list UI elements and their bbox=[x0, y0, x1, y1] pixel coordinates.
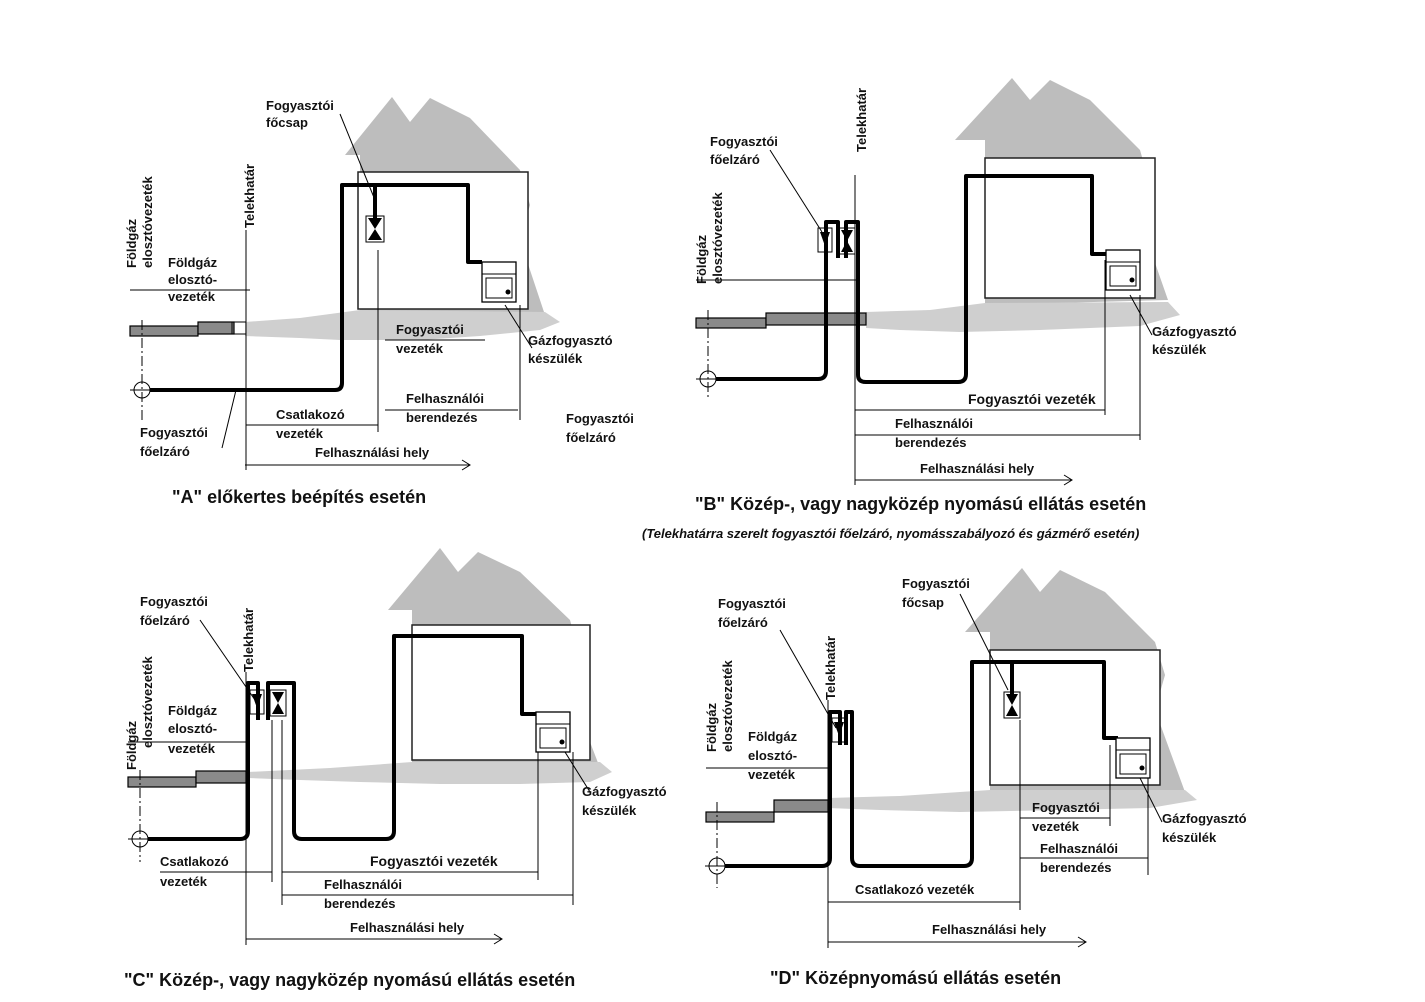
connection-stub-d bbox=[773, 799, 829, 813]
distribution-main-d bbox=[705, 811, 775, 823]
label-elosztovezetek-c: Földgázelosztóvezeték bbox=[124, 655, 155, 770]
distribution-main-a bbox=[129, 325, 199, 337]
pipe-d bbox=[725, 660, 1118, 868]
caption-c: "C" Közép-, vagy nagyközép nyomású ellát… bbox=[124, 970, 575, 990]
distribution-main-b bbox=[695, 317, 767, 329]
label-csatlakozo-d: Csatlakozó vezeték bbox=[855, 882, 975, 897]
label-elosztovezetek-d: Földgázelosztóvezeték bbox=[704, 659, 735, 752]
caption-b: "B" Közép-, vagy nagyközép nyomású ellát… bbox=[695, 494, 1146, 514]
label-fogyasztoi-vezetek-b: Fogyasztói vezeték bbox=[968, 391, 1096, 407]
meter-valve-a bbox=[368, 218, 382, 229]
regulator-b bbox=[820, 232, 830, 246]
meter-c bbox=[272, 692, 284, 703]
label-felhasznalasi-hely-a: Felhasználási hely bbox=[315, 445, 430, 460]
label-felhasznalasi-hely-b: Felhasználási hely bbox=[920, 461, 1035, 476]
pipe-c bbox=[148, 634, 536, 841]
label-focsap-a: Fogyasztói bbox=[266, 98, 334, 113]
ground-a bbox=[245, 310, 560, 340]
regulator-c bbox=[252, 694, 262, 708]
caption-d: "D" Középnyomású ellátás esetén bbox=[770, 968, 1061, 988]
label-telekhatar-d: Telekhatár bbox=[823, 636, 838, 700]
subcaption-b: (Telekhatárra szerelt fogyasztói főelzár… bbox=[642, 526, 1139, 541]
label-elosztovezetek-b: Földgázelosztóvezeték bbox=[694, 191, 725, 284]
label-elosztovezetek-a: Földgázelosztóvezeték bbox=[124, 175, 155, 268]
connection-stub-b bbox=[765, 312, 867, 326]
label-telekhatar-b: Telekhatár bbox=[854, 88, 869, 152]
distribution-main-c bbox=[127, 776, 197, 788]
connection-stub-c bbox=[195, 770, 247, 784]
meter-b bbox=[841, 230, 853, 241]
ground-c bbox=[248, 762, 612, 784]
caption-a: "A" előkertes beépítés esetén bbox=[172, 487, 426, 507]
pipe-b bbox=[716, 174, 1106, 384]
meter-d bbox=[1006, 694, 1018, 705]
gas-appliance-d bbox=[1115, 737, 1151, 779]
label-telekhatar-c: Telekhatár bbox=[241, 608, 256, 672]
regulator-d bbox=[834, 722, 844, 736]
connection-stub-a bbox=[197, 321, 235, 335]
pipe-a bbox=[150, 183, 482, 392]
ground-b bbox=[866, 302, 1180, 332]
label-fogyasztoi-vezetek-c: Fogyasztói vezeték bbox=[370, 853, 498, 869]
gas-appliance-a bbox=[481, 261, 517, 303]
gas-appliance-b bbox=[1105, 249, 1141, 291]
label-telekhatar-a: Telekhatár bbox=[242, 164, 257, 228]
label-felhasznalasi-hely-c: Felhasználási hely bbox=[350, 920, 465, 935]
ground-d bbox=[828, 790, 1197, 812]
label-felhasznalasi-hely-d: Felhasználási hely bbox=[932, 922, 1047, 937]
gas-appliance-c bbox=[535, 711, 571, 753]
